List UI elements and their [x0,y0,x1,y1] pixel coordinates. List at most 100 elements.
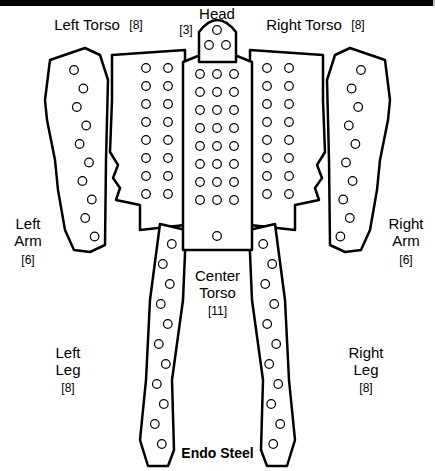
armor-pip [142,190,151,199]
part-name: Center Torso [187,268,248,301]
armor-pip [348,177,357,186]
armor-pip [196,196,205,205]
armor-pip [342,158,351,167]
armor-pip [153,380,162,389]
armor-pip [230,88,239,97]
armor-pip [268,260,277,269]
armor-pip [157,300,166,309]
armor-pip [263,100,272,109]
armor-pip [151,420,160,429]
armor-value: [8] [340,382,392,395]
armor-pip [265,360,274,369]
armor-pip [196,106,205,115]
armor-pip [213,160,222,169]
armor-pip [164,118,173,127]
armor-value: [6] [380,254,432,267]
armor-pip [85,158,94,167]
armor-pip [213,142,222,151]
armor-pip [90,232,99,241]
armor-pip [164,64,173,73]
armor-pip [168,240,177,249]
armor-pip [75,140,84,149]
armor-pip [274,380,283,389]
armor-pip [196,88,205,97]
left-torso-outline [110,50,185,230]
armor-pip [336,232,345,241]
armor-pip [213,196,222,205]
armor-pip [261,280,270,289]
armor-pip [142,136,151,145]
armor-pip [164,136,173,145]
center-torso-outline [183,56,252,250]
armor-pip [213,106,222,115]
armor-pip [213,178,222,187]
armor-pip [230,142,239,151]
right-arm-outline [327,48,390,252]
armor-pip [213,26,222,35]
armor-pip [357,66,366,75]
armor-pip [142,154,151,163]
armor-pip [351,140,360,149]
armor-pip [230,196,239,205]
armor-pip [164,320,173,329]
armor-pip [339,195,348,204]
armor-pip [166,280,175,289]
armor-pip [164,172,173,181]
right-torso-outline [250,50,325,230]
structure-type: Endo Steel [150,446,285,461]
armor-pip [142,64,151,73]
armor-pip [269,440,278,449]
armor-pip [158,440,167,449]
armor-pip [196,142,205,151]
armor-value: [11] [187,305,248,318]
left-leg-outline [140,224,186,466]
armor-pip [230,70,239,79]
right-leg-outline [249,224,295,466]
armor-pip [164,82,173,91]
armor-pip [285,190,294,199]
armor-pip [73,103,82,112]
armor-pip [285,154,294,163]
armor-pip [276,420,285,429]
armor-pip [263,136,272,145]
armor-pip [142,172,151,181]
armor-pip [88,195,97,204]
armor-value: [8] [126,19,146,32]
armor-pip [263,118,272,127]
armor-pip [263,320,272,329]
header-bar-edge [433,0,435,6]
head-outline [199,20,236,62]
armor-pip [272,340,281,349]
left-arm-outline [45,48,108,252]
part-name: Right Leg [340,345,392,378]
armor-value: [8] [348,19,368,32]
armor-pip [230,178,239,187]
armor-pip [285,118,294,127]
armor-value: [3] [176,24,196,37]
part-name: Head [187,6,247,23]
armor-pip [345,121,354,130]
armor-pip [164,190,173,199]
armor-pip [78,177,87,186]
armor-pip [354,103,363,112]
armor-pip [155,340,164,349]
armor-pip [205,41,214,50]
part-name: Left Leg [42,345,94,378]
armor-pip [347,84,356,93]
armor-pip [142,100,151,109]
armor-pip [230,124,239,133]
armor-pip [159,260,168,269]
armor-pip [196,160,205,169]
part-name: Left Arm [2,216,54,249]
armor-pips [70,26,366,449]
armor-pip [213,70,222,79]
armor-pip [160,400,169,409]
armor-pip [346,214,355,223]
part-name: Left Torso [50,17,124,34]
armor-pip [142,118,151,127]
armor-pip [285,172,294,181]
armor-pip [285,136,294,145]
armor-pip [213,124,222,133]
armor-pip [259,240,268,249]
